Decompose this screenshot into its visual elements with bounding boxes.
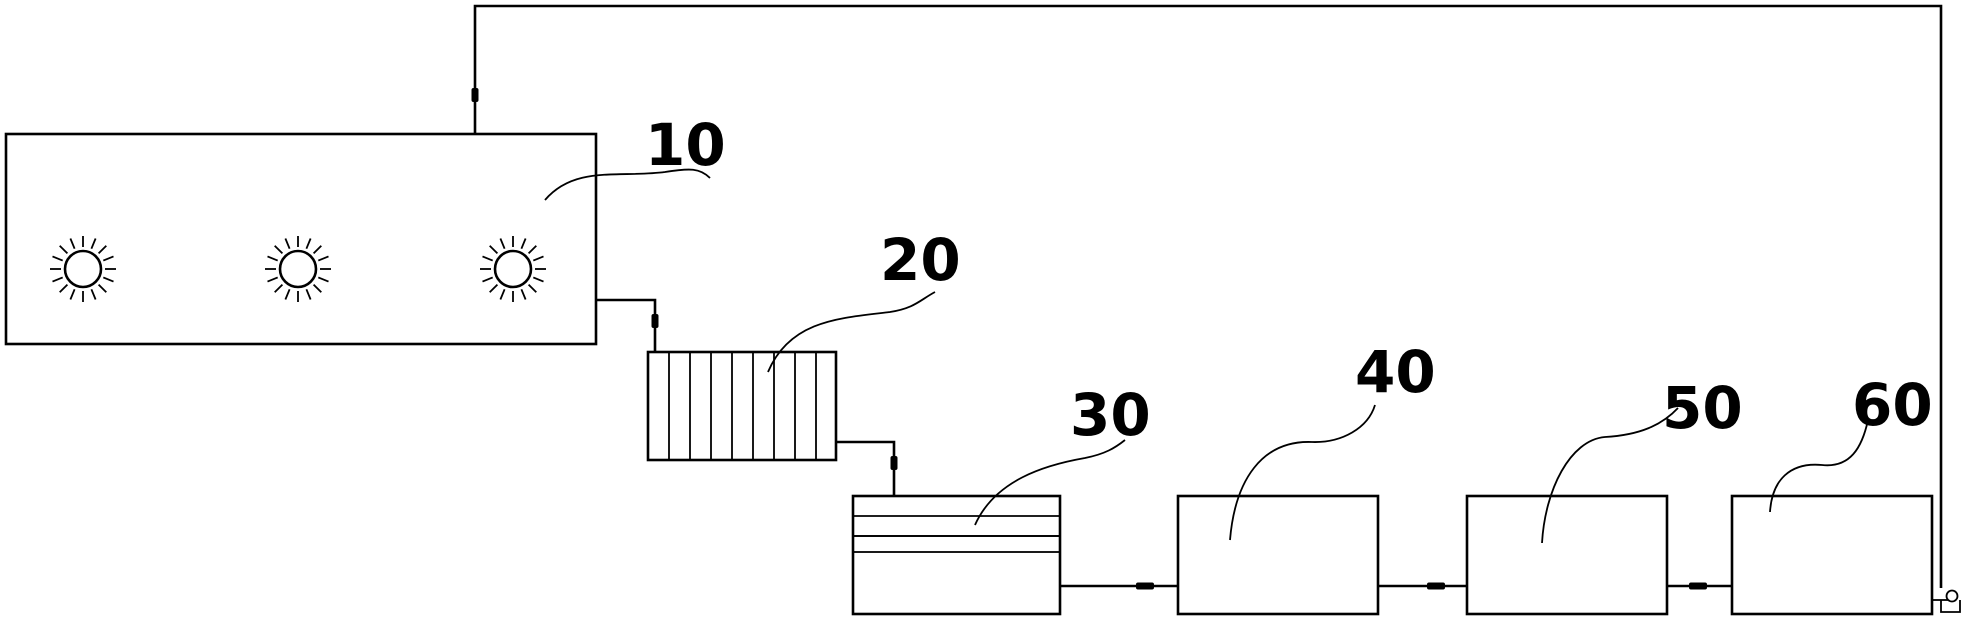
flow-valve-icon <box>890 456 898 470</box>
sun-aerator-icon <box>478 234 548 304</box>
leader-line-40 <box>1229 404 1376 541</box>
pipe-10-20 <box>596 298 657 352</box>
label-30: 30 <box>1070 381 1151 449</box>
flow-valve-icon <box>1689 582 1707 590</box>
unit-30-tank <box>851 494 1062 616</box>
sun-aerator-icon <box>263 234 333 304</box>
unit-10-tank <box>4 132 598 346</box>
label-20: 20 <box>880 226 961 294</box>
leader-line-60 <box>1769 419 1869 513</box>
flow-valve-icon <box>1136 582 1154 590</box>
return-pipe <box>473 4 1943 588</box>
pump-icon <box>1932 589 1961 613</box>
leader-line-50 <box>1541 407 1679 544</box>
label-60: 60 <box>1852 371 1933 439</box>
unit-50-tank <box>1465 494 1669 616</box>
leader-line-30 <box>974 439 1126 526</box>
leader-line-10 <box>544 168 711 201</box>
sun-aerator-icon <box>48 234 118 304</box>
flow-valve-icon <box>651 314 659 328</box>
unit-20-filter <box>646 350 838 462</box>
flow-valve-icon <box>1427 582 1445 590</box>
label-10: 10 <box>645 111 726 179</box>
unit-60-tank <box>1730 494 1934 616</box>
unit-40-tank <box>1176 494 1380 616</box>
flow-valve-icon <box>471 88 479 102</box>
label-50: 50 <box>1662 374 1743 442</box>
label-40: 40 <box>1355 338 1436 406</box>
leader-line-20 <box>767 291 936 373</box>
pipe-20-30 <box>836 440 896 496</box>
